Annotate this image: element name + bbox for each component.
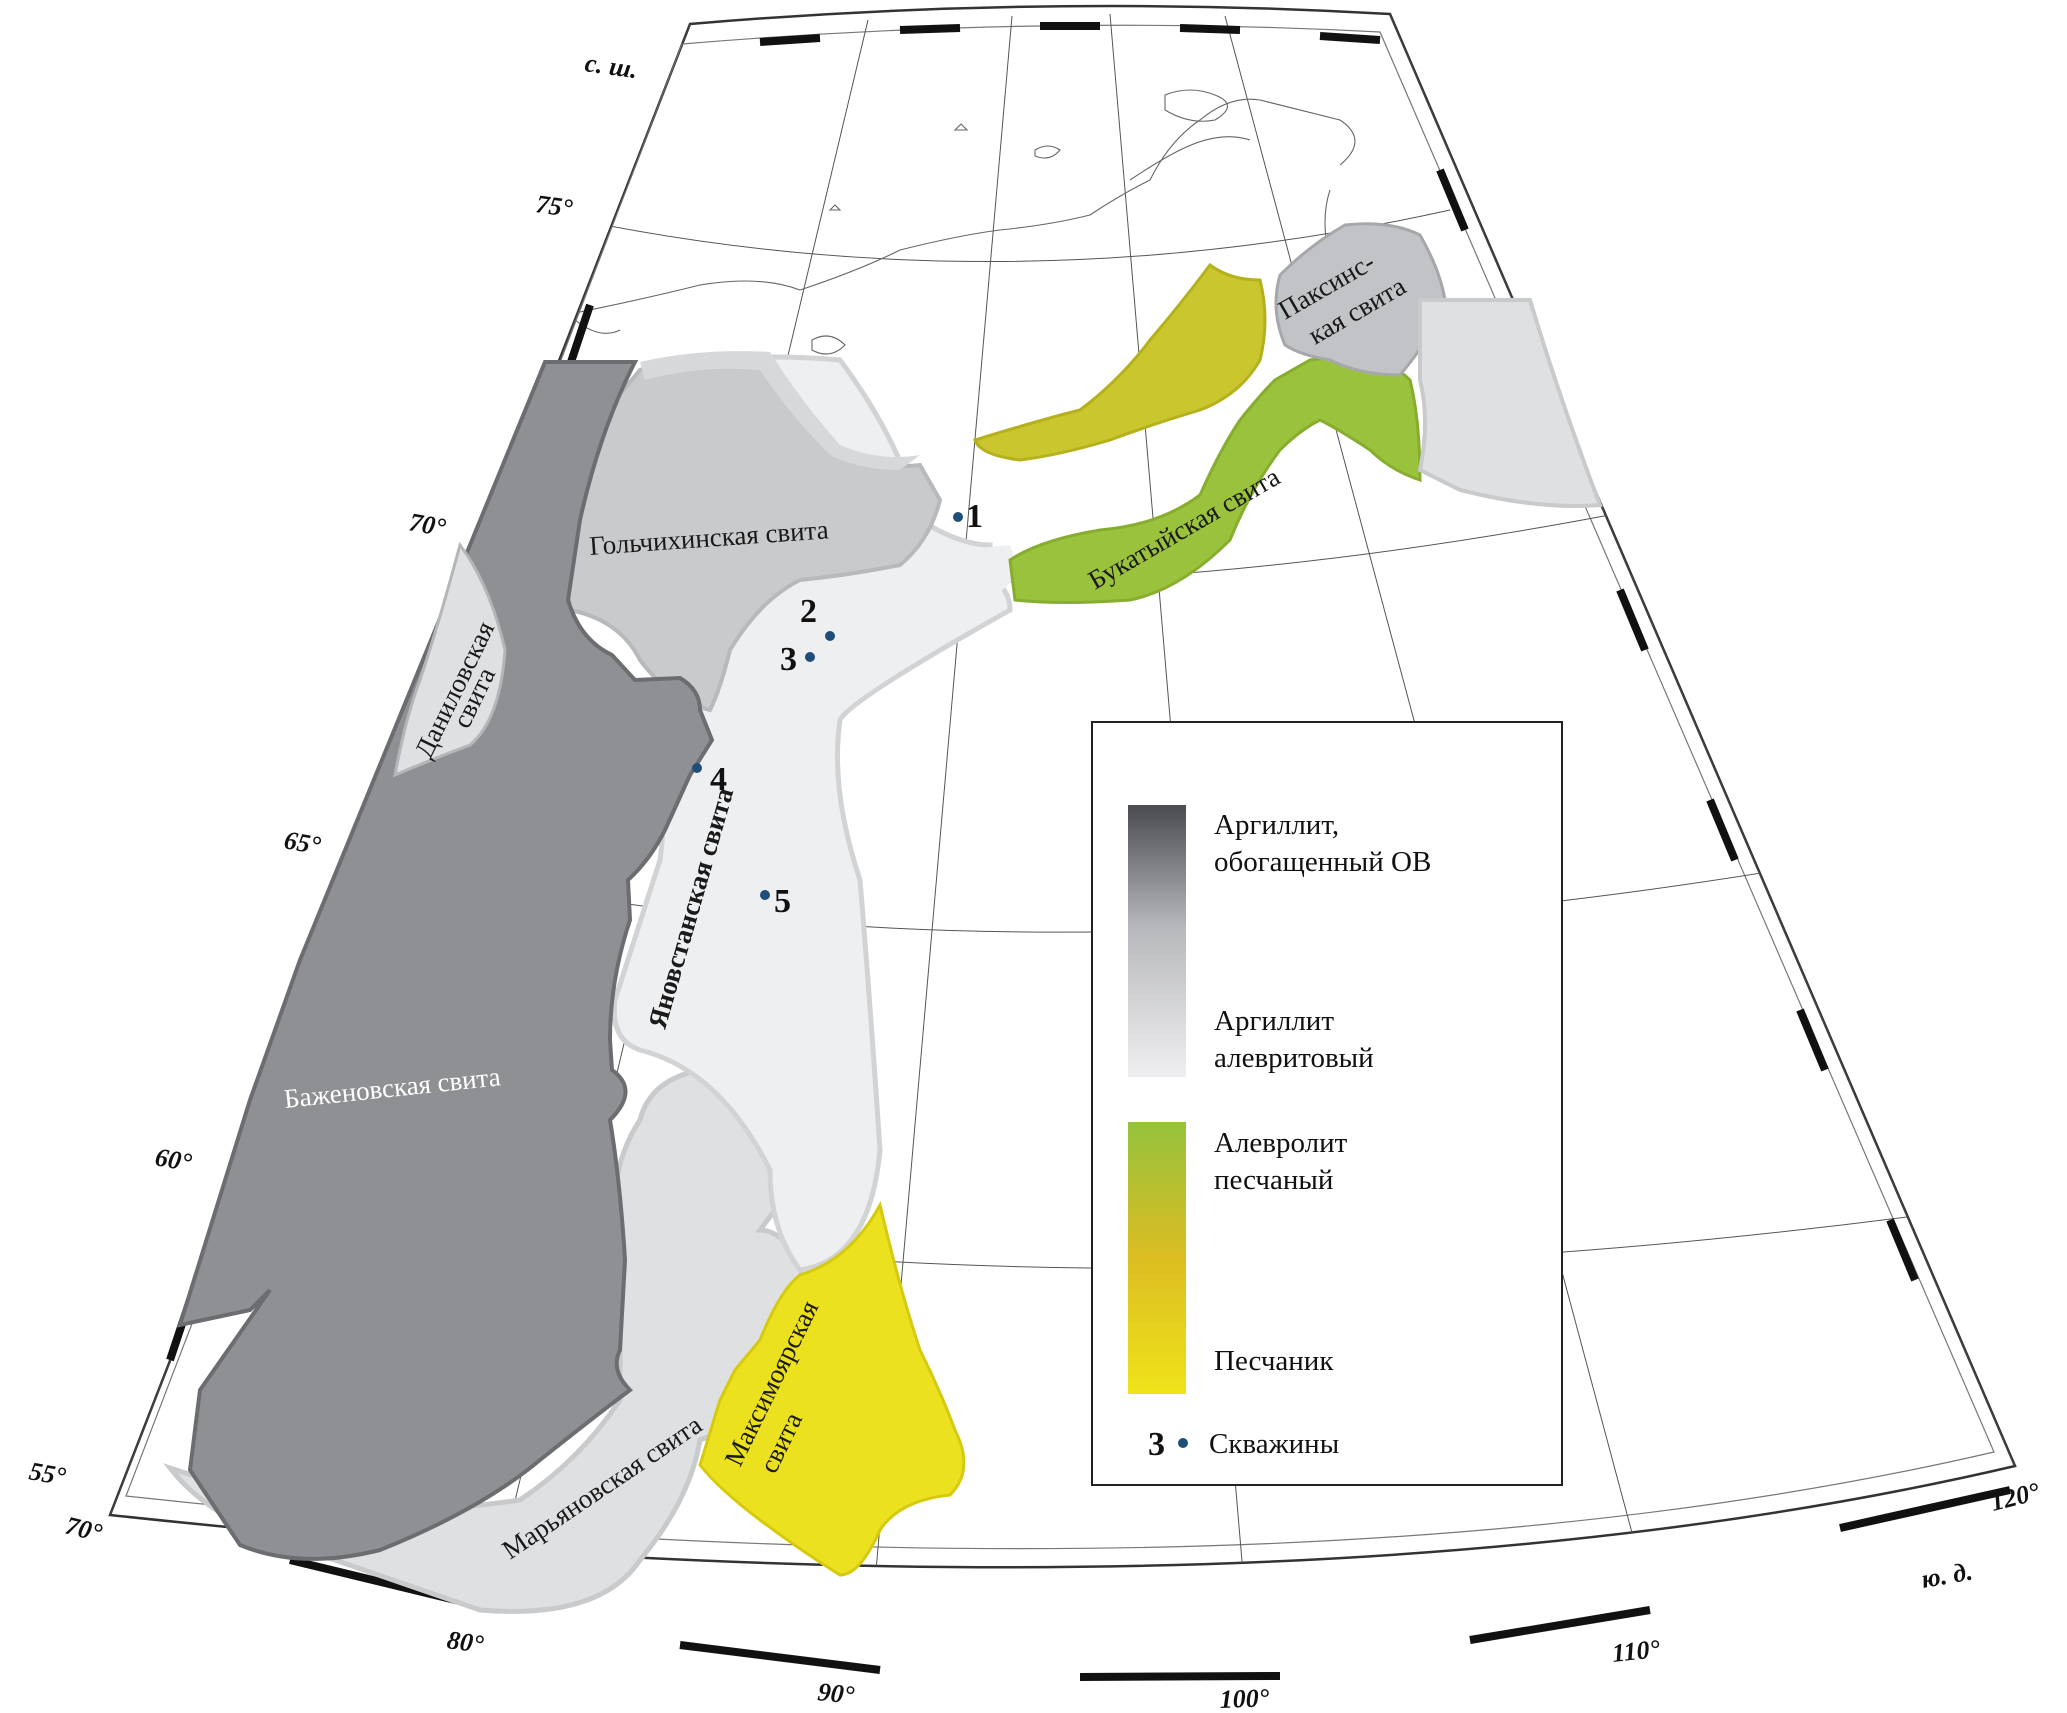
wells: 1 2 3 4 5 xyxy=(692,498,983,920)
map-frame-inner xyxy=(125,24,1995,1550)
well-dot xyxy=(825,631,835,641)
formations xyxy=(163,222,1603,1614)
legend-label-3a: Алевролит xyxy=(1214,1127,1348,1159)
legend-well-label: Скважины xyxy=(1209,1428,1339,1460)
lat-label-70: 70° xyxy=(407,507,448,542)
lon-label-120: 120° xyxy=(1987,1477,2043,1517)
well-dot xyxy=(805,652,815,662)
region-bukaty xyxy=(1008,356,1422,604)
legend-swatch-sand xyxy=(1128,1122,1186,1394)
well-dot xyxy=(692,763,702,773)
legend-swatch-shale xyxy=(1128,805,1186,1077)
legend-label-1a: Аргиллит, xyxy=(1214,809,1339,841)
lat-unit-label: с. ш. xyxy=(583,48,639,84)
lon-label-90: 90° xyxy=(816,1677,856,1710)
lat-label-65: 65° xyxy=(282,825,323,860)
lon-label-70: 70° xyxy=(63,1511,106,1548)
legend: Аргиллит, обогащенный ОВ Аргиллит алеври… xyxy=(1091,721,1563,1486)
well-label: 5 xyxy=(774,883,791,920)
well-dot xyxy=(760,890,770,900)
region-bazhenov xyxy=(177,360,715,1561)
coastline xyxy=(564,89,1356,355)
region-east-light xyxy=(1417,297,1603,508)
legend-well-number: 3 xyxy=(1148,1426,1165,1463)
coordinate-labels: с. ш. 75° 70° 65° 60° 55° 70° 80° 90° 10… xyxy=(27,48,2043,1713)
lon-label-80: 80° xyxy=(445,1625,486,1659)
well-label: 4 xyxy=(710,761,727,798)
legend-label-2a: Аргиллит xyxy=(1214,1005,1334,1037)
region-danilov xyxy=(393,541,507,778)
lon-label-100: 100° xyxy=(1219,1683,1270,1713)
lon-unit-label: ю. д. xyxy=(1919,1556,1975,1593)
lon-label-110: 110° xyxy=(1611,1634,1662,1668)
lat-label-55: 55° xyxy=(27,1456,68,1491)
legend-label-1b: обогащенный ОВ xyxy=(1214,846,1431,878)
well-label: 3 xyxy=(780,641,797,678)
lat-label-60: 60° xyxy=(153,1142,194,1177)
region-silty-bukaty-spur xyxy=(740,545,1020,650)
legend-well-dot xyxy=(1178,1438,1188,1448)
region-upper-yellow xyxy=(973,262,1267,462)
region-golchikha-top xyxy=(640,351,920,470)
well-label: 2 xyxy=(800,593,817,630)
well-label: 1 xyxy=(966,498,983,535)
region-maxim xyxy=(698,1200,966,1577)
well-dot xyxy=(953,512,963,522)
legend-label-4a: Песчаник xyxy=(1214,1345,1334,1377)
legend-label-2b: алевритовый xyxy=(1214,1042,1374,1074)
lat-label-75: 75° xyxy=(534,189,575,223)
legend-label-3b: песчаный xyxy=(1214,1164,1333,1196)
